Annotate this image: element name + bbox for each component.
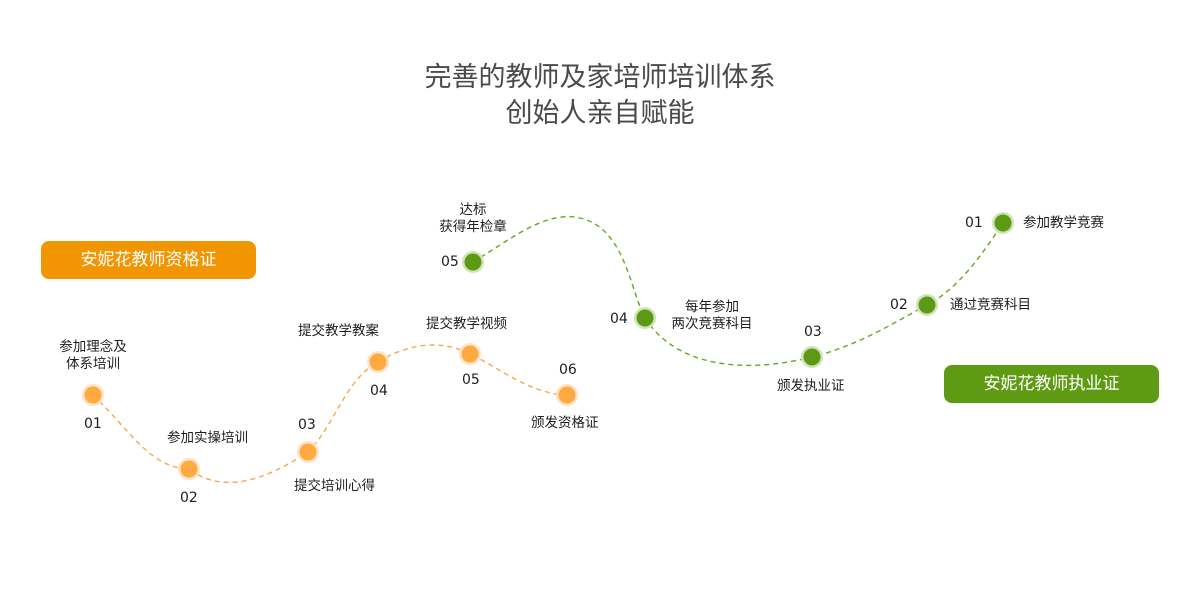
qual-step-node-2 bbox=[180, 460, 198, 478]
practice-path bbox=[472, 216, 1004, 367]
qual-step-1-label-line1: 参加理念及 bbox=[59, 339, 127, 355]
prac-step-4-label-line1: 每年参加 bbox=[685, 299, 739, 315]
prac-step-5-label: 达标 获得年检章 bbox=[430, 202, 516, 236]
practice-license-badge: 安妮花教师执业证 bbox=[944, 365, 1159, 403]
page-subtitle: 创始人亲自赋能 bbox=[505, 98, 695, 129]
qual-step-node-4 bbox=[369, 353, 387, 371]
qualification-path bbox=[92, 344, 568, 484]
qual-step-node-6 bbox=[558, 386, 576, 404]
prac-step-2-number: 02 bbox=[890, 297, 908, 313]
prac-step-node-2 bbox=[918, 296, 936, 314]
page-title: 完善的教师及家培师培训体系 bbox=[424, 62, 776, 93]
prac-step-5-number: 05 bbox=[441, 254, 459, 270]
prac-step-4-label-line2: 两次竞赛科目 bbox=[671, 316, 753, 332]
prac-step-3-number: 03 bbox=[804, 324, 822, 340]
qual-step-node-3 bbox=[299, 443, 317, 461]
prac-step-3-label: 颁发执业证 bbox=[777, 378, 845, 394]
qual-step-5-label: 提交教学视频 bbox=[426, 316, 507, 332]
qualification-certificate-badge: 安妮花教师资格证 bbox=[41, 241, 256, 279]
qual-step-5-number: 05 bbox=[462, 372, 480, 388]
qual-step-4-number: 04 bbox=[370, 383, 388, 399]
prac-step-node-5 bbox=[464, 253, 482, 271]
qual-step-1-label-line2: 体系培训 bbox=[66, 356, 120, 372]
qual-step-3-number: 03 bbox=[298, 417, 316, 433]
prac-step-1-label: 参加教学竞赛 bbox=[1023, 215, 1104, 231]
qual-step-1-number: 01 bbox=[84, 416, 102, 432]
prac-step-5-label-line1: 达标 bbox=[459, 202, 487, 218]
prac-step-node-4 bbox=[636, 309, 654, 327]
prac-step-4-number: 04 bbox=[610, 311, 628, 327]
prac-step-2-label: 通过竞赛科目 bbox=[950, 297, 1031, 313]
qual-step-2-label: 参加实操培训 bbox=[167, 430, 248, 446]
prac-step-5-label-line2: 获得年检章 bbox=[439, 219, 507, 235]
qual-step-6-label: 颁发资格证 bbox=[531, 415, 599, 431]
prac-step-node-1 bbox=[994, 214, 1012, 232]
qual-step-1-label: 参加理念及 体系培训 bbox=[50, 339, 136, 373]
qual-step-node-5 bbox=[461, 345, 479, 363]
prac-step-1-number: 01 bbox=[965, 215, 983, 231]
qual-step-4-label: 提交教学教案 bbox=[298, 323, 379, 339]
qual-step-6-number: 06 bbox=[559, 362, 577, 378]
prac-step-node-3 bbox=[803, 348, 821, 366]
prac-step-4-label: 每年参加 两次竞赛科目 bbox=[664, 299, 760, 333]
qual-step-node-1 bbox=[84, 386, 102, 404]
qual-step-3-label: 提交培训心得 bbox=[294, 478, 375, 494]
qual-step-2-number: 02 bbox=[180, 490, 198, 506]
